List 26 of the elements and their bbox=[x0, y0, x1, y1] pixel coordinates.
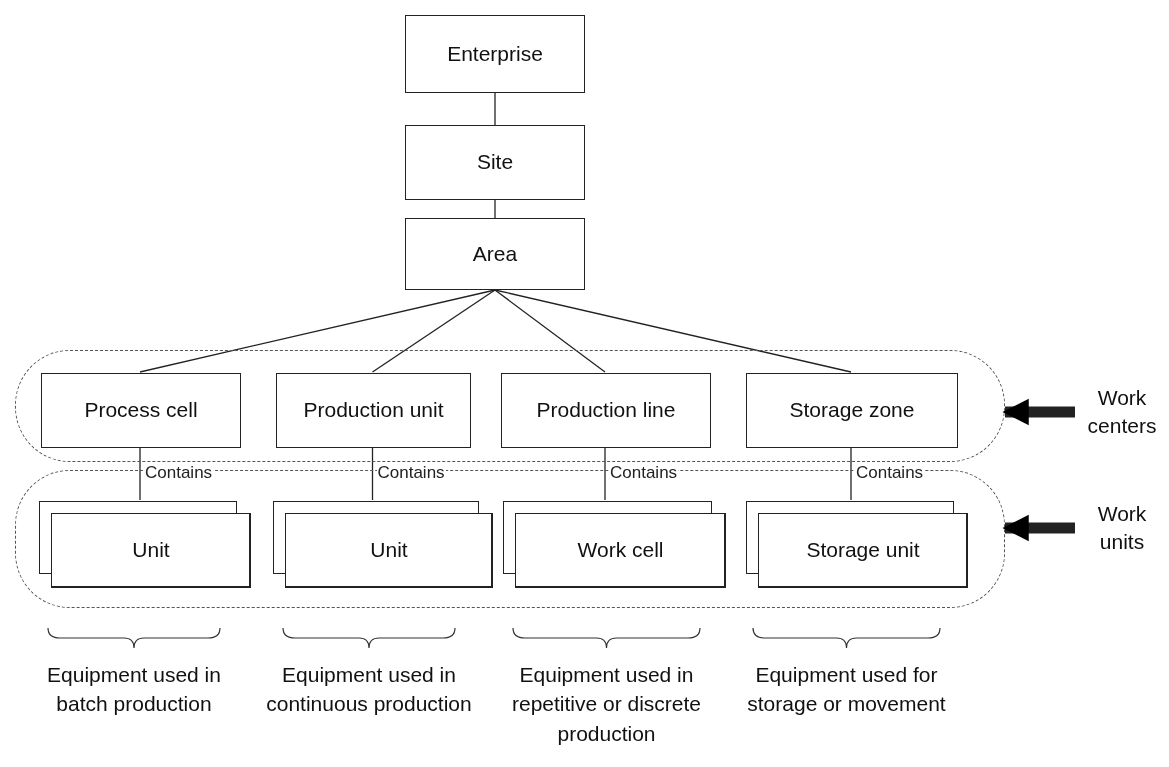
equipment-box: Process cell bbox=[41, 373, 241, 448]
hierarchy-box: Enterprise bbox=[405, 15, 585, 93]
caption-text: Equipment used in continuous production bbox=[265, 662, 473, 718]
equipment-box: Storage zone bbox=[746, 373, 958, 448]
connector-line bbox=[371, 446, 374, 501]
caption-text: Equipment used in repetitive or discrete production bbox=[510, 662, 703, 747]
connector-line bbox=[371, 289, 496, 373]
equipment-box: Production line bbox=[501, 373, 711, 448]
hierarchy-box: Area bbox=[405, 218, 585, 290]
block-arrow bbox=[1002, 398, 1075, 426]
connector-line bbox=[494, 289, 606, 373]
connector-line bbox=[494, 199, 496, 219]
connector-line bbox=[139, 289, 496, 373]
side-caption: Work units bbox=[1075, 498, 1169, 558]
side-caption: Work centers bbox=[1075, 382, 1169, 442]
connector-line bbox=[850, 446, 852, 501]
connector-line bbox=[494, 289, 852, 373]
hierarchy-box: Site bbox=[405, 125, 585, 200]
connector-line bbox=[139, 446, 141, 501]
caption-text: Equipment used for storage or movement bbox=[746, 662, 947, 718]
equipment-box: Production unit bbox=[276, 373, 471, 448]
caption-text: Equipment used in batch production bbox=[46, 662, 222, 718]
connector-line bbox=[604, 446, 606, 501]
block-arrow bbox=[1002, 514, 1075, 542]
group-outline bbox=[15, 350, 1005, 462]
connector-line bbox=[494, 92, 496, 126]
